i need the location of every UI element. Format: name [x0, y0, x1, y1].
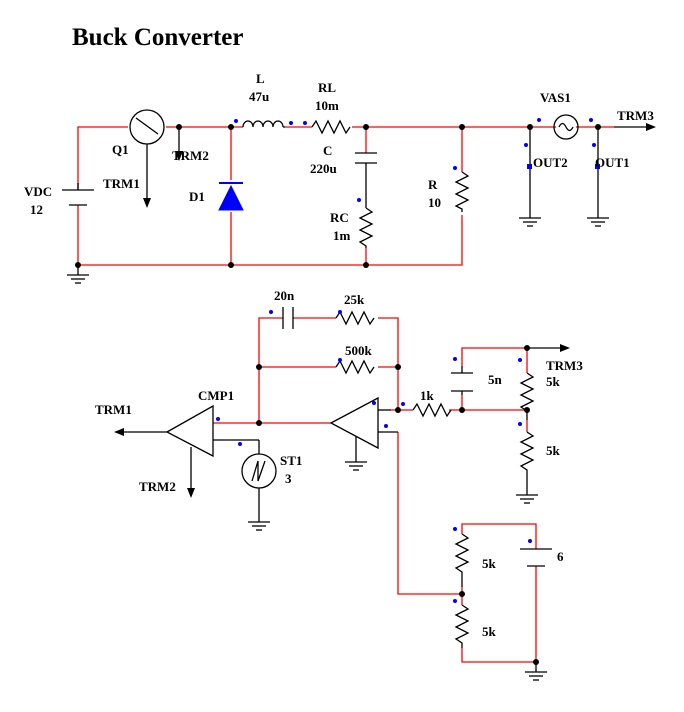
r5k-c-label: 5k: [482, 556, 497, 571]
control-stage: 20n 25k 500k 1k: [95, 288, 583, 681]
trm2-mid-label: TRM2: [139, 479, 176, 494]
capacitor-5n: [451, 366, 473, 395]
wire: [77, 126, 128, 190]
capacitor-20n: [282, 307, 294, 329]
rl-name-label: RL: [318, 80, 336, 95]
vas1-sensor: [553, 114, 579, 140]
rc-resistor: [358, 207, 374, 248]
trm1-mid-label: TRM1: [95, 402, 132, 417]
resistor-1k: [412, 402, 452, 418]
ground-icon: [247, 511, 271, 531]
c20n-label: 20n: [274, 288, 295, 303]
cmp1-label: CMP1: [198, 388, 234, 403]
st1-value-label: 3: [285, 471, 292, 486]
c-capacitor: [355, 152, 377, 208]
q1-switch: [129, 109, 165, 208]
cmp1-comparator: [114, 404, 260, 498]
battery-6v: [520, 548, 552, 567]
ground-icon: [344, 451, 368, 471]
r-value-label: 10: [428, 195, 441, 210]
r5k-b-label: 5k: [546, 443, 561, 458]
r-name-label: R: [428, 177, 438, 192]
rc-name-label: RC: [330, 210, 349, 225]
ground-icon: [515, 484, 539, 504]
resistor-25k: [335, 310, 375, 326]
r25k-label: 25k: [344, 292, 365, 307]
rl-resistor: [311, 119, 351, 135]
st1-name-label: ST1: [280, 453, 302, 468]
rl-value-label: 10m: [315, 98, 339, 113]
power-stage: VDC 12 Q1 TRM1 TRM2 D1 L 47u: [24, 71, 656, 284]
l-inductor: [242, 120, 285, 128]
trm3-mid-label: TRM3: [546, 358, 583, 373]
wire: [397, 432, 462, 595]
resistor-5k-ref-lower: [454, 604, 470, 648]
wire: [378, 317, 399, 410]
r500k-label: 500k: [345, 343, 373, 358]
c-value-label: 220u: [310, 161, 337, 176]
trm2-top-label: TRM2: [172, 148, 209, 163]
q1-label: Q1: [112, 142, 129, 157]
trm3-arrow-icon: [527, 344, 570, 352]
l-value-label: 47u: [249, 89, 269, 104]
resistor-500k: [335, 359, 375, 375]
r1k-label: 1k: [420, 388, 435, 403]
d1-diode: [218, 182, 244, 211]
trm3-arrow-icon: [614, 123, 656, 131]
vdc-source: [62, 183, 94, 206]
d1-label: D1: [189, 189, 205, 204]
wire: [461, 566, 537, 663]
vdc-value-label: 12: [30, 202, 43, 217]
wire: [461, 347, 528, 373]
vas1-label: VAS1: [540, 90, 571, 105]
resistor-5k-ref-upper: [454, 533, 470, 587]
vdc-name-label: VDC: [24, 184, 52, 199]
trm1-switch-label: TRM1: [103, 176, 140, 191]
trm2-arrow-icon: [175, 127, 183, 161]
c5n-label: 5n: [488, 372, 503, 387]
ground-icon: [586, 207, 610, 227]
c-name-label: C: [323, 143, 332, 158]
wire: [77, 205, 463, 266]
wire: [258, 317, 283, 423]
l-name-label: L: [256, 71, 265, 86]
r5k-d-label: 5k: [482, 624, 497, 639]
r-load-resistor: [454, 171, 470, 212]
page-title: Buck Converter: [72, 24, 244, 51]
r5k-a-label: 5k: [546, 374, 561, 389]
wire: [461, 523, 537, 549]
ground-icon: [518, 207, 542, 227]
st1-sawtooth-source: [241, 453, 277, 512]
op-amp: [329, 396, 398, 452]
v6-label: 6: [557, 549, 564, 564]
out2-label: OUT2: [533, 155, 568, 170]
out1-label: OUT1: [595, 155, 630, 170]
resistor-5k-lower: [519, 431, 535, 485]
rc-value-label: 1m: [333, 228, 351, 243]
trm3-top-label: TRM3: [617, 108, 654, 123]
